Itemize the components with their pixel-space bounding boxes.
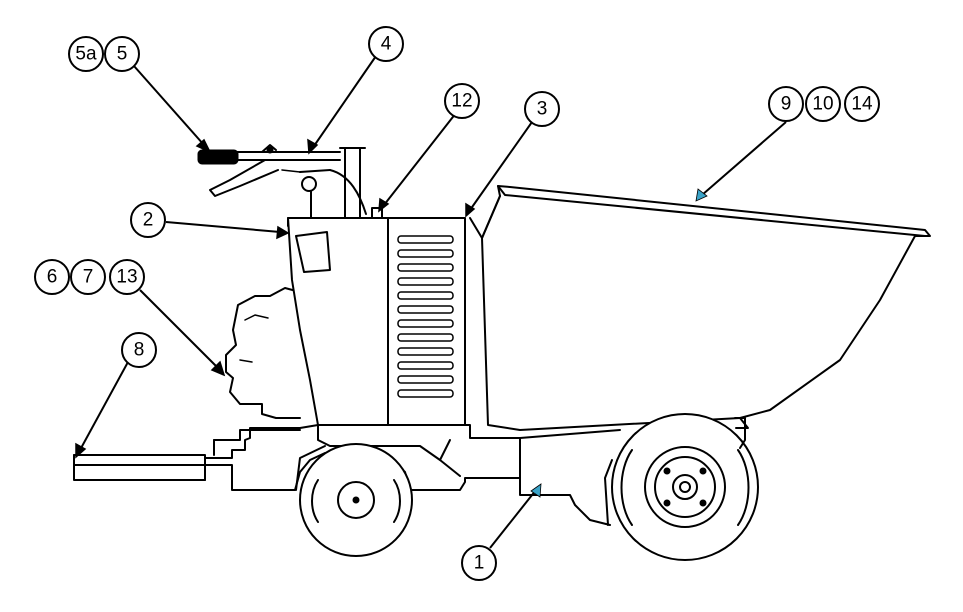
callout-5a: 5a bbox=[68, 36, 104, 72]
svg-text:8: 8 bbox=[134, 340, 145, 361]
callout-10: 10 bbox=[805, 86, 841, 122]
svg-text:14: 14 bbox=[851, 94, 873, 115]
callout-6: 6 bbox=[34, 259, 70, 295]
callout-leaders bbox=[75, 55, 787, 549]
dump-bucket bbox=[469, 185, 931, 431]
svg-text:13: 13 bbox=[116, 267, 137, 288]
svg-text:6: 6 bbox=[47, 267, 58, 288]
callout-12: 12 bbox=[444, 83, 480, 119]
engine bbox=[213, 287, 301, 456]
callout-5: 5 bbox=[104, 36, 140, 72]
callouts: 5a 5 4 12 3 9 10 14 bbox=[34, 26, 880, 581]
rear-wheel bbox=[295, 443, 413, 557]
callout-9: 9 bbox=[768, 86, 804, 122]
control-tower bbox=[287, 207, 466, 426]
front-wheel bbox=[604, 413, 759, 561]
svg-text:12: 12 bbox=[451, 91, 472, 112]
svg-text:5a: 5a bbox=[75, 44, 97, 65]
svg-text:2: 2 bbox=[143, 210, 154, 231]
callout-4: 4 bbox=[368, 26, 404, 62]
svg-text:10: 10 bbox=[812, 94, 833, 115]
svg-text:5: 5 bbox=[117, 44, 128, 65]
callout-1: 1 bbox=[461, 545, 497, 581]
callout-13: 13 bbox=[109, 259, 145, 295]
callout-14: 14 bbox=[844, 86, 880, 122]
svg-text:9: 9 bbox=[781, 94, 792, 115]
svg-text:1: 1 bbox=[474, 553, 485, 574]
handlebar-assembly bbox=[197, 144, 367, 219]
callout-7: 7 bbox=[70, 259, 106, 295]
rear-platform bbox=[73, 454, 247, 491]
svg-text:4: 4 bbox=[381, 34, 392, 55]
callout-8: 8 bbox=[121, 332, 157, 368]
callout-3: 3 bbox=[524, 91, 560, 127]
machine-drawing bbox=[73, 144, 931, 561]
callout-2: 2 bbox=[130, 202, 166, 238]
chassis-frame bbox=[204, 424, 621, 526]
svg-text:3: 3 bbox=[537, 99, 548, 120]
vent-louvres bbox=[397, 235, 454, 398]
svg-text:7: 7 bbox=[83, 267, 94, 288]
